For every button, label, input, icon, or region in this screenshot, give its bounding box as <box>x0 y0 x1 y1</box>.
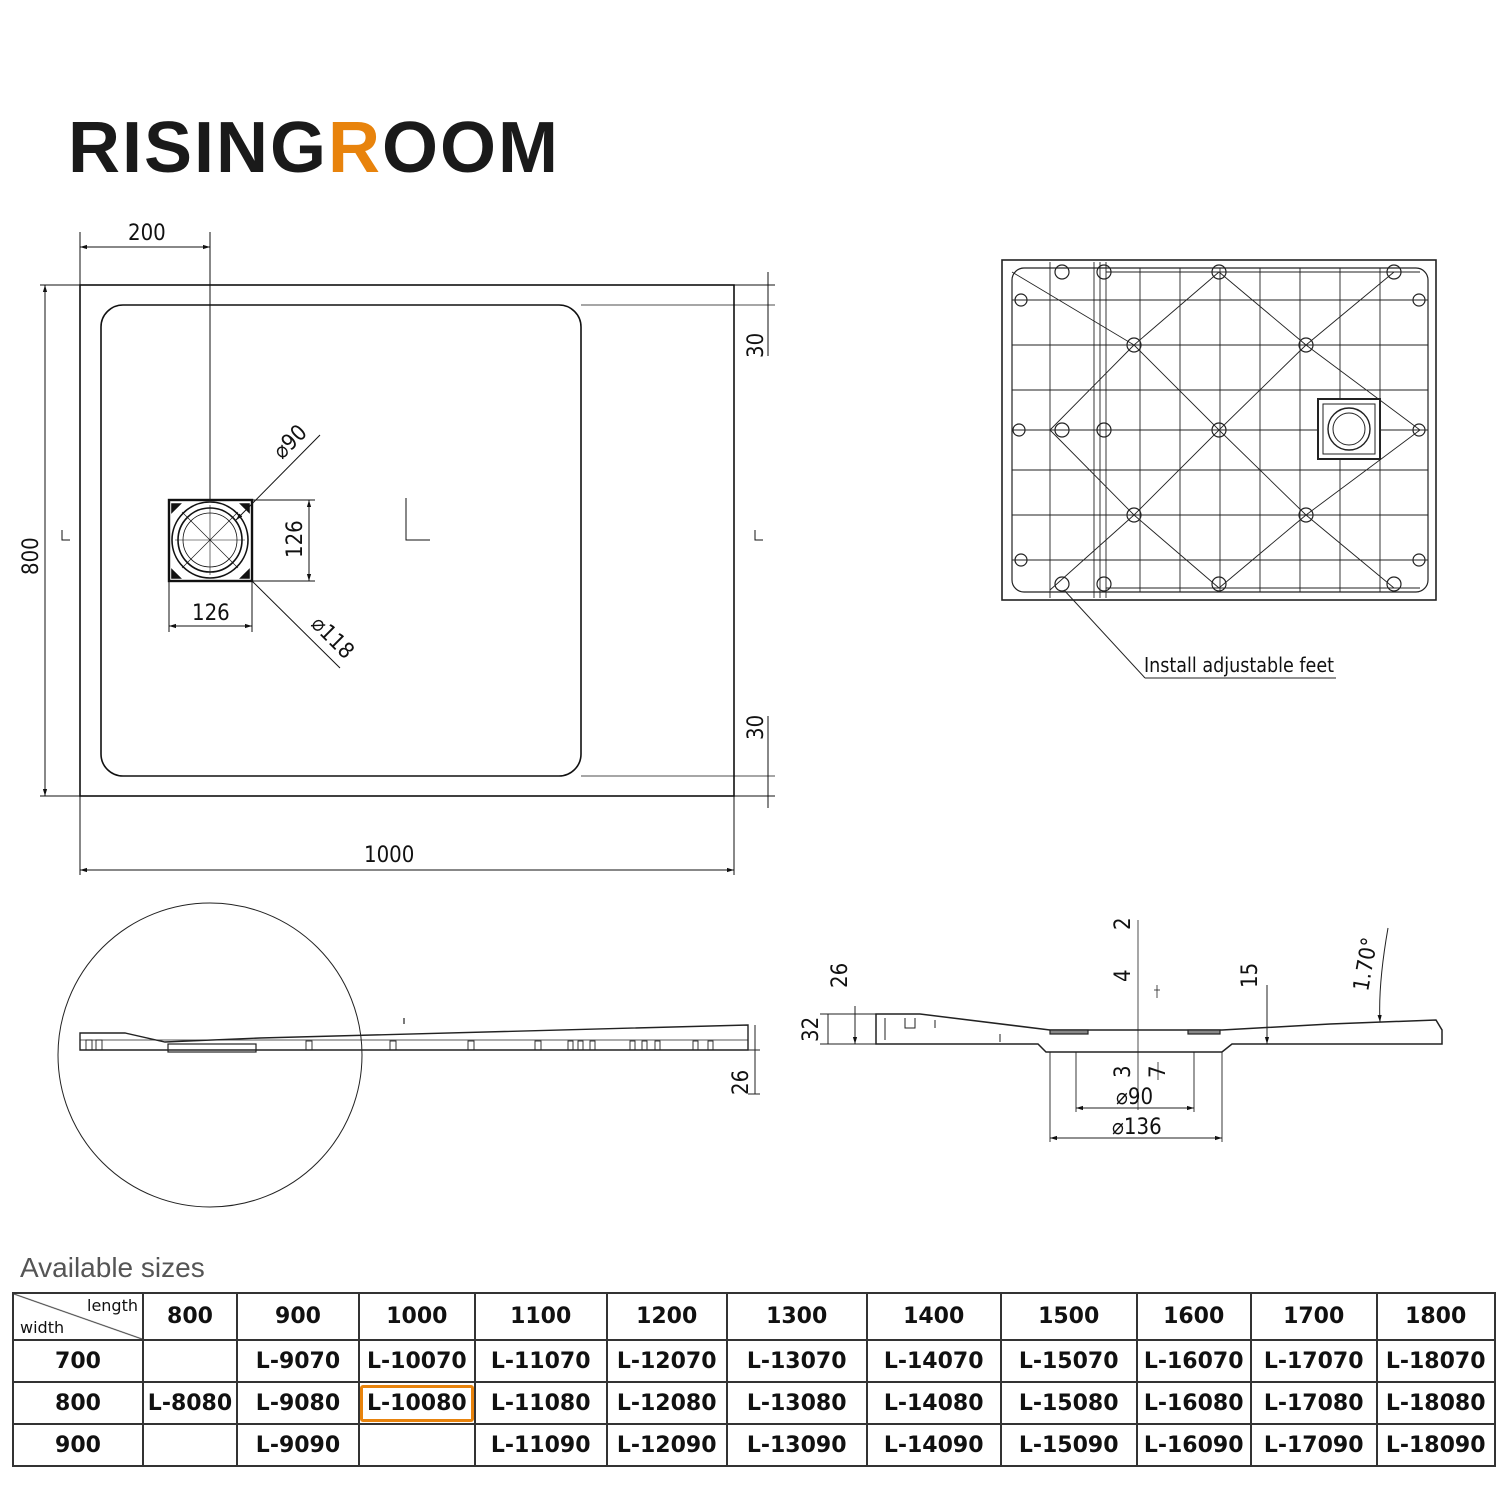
length-header: 1800 <box>1375 1292 1496 1341</box>
dim-drain-offset: 200 <box>128 221 166 246</box>
length-header: 1500 <box>999 1292 1138 1341</box>
model-cell: L-11070 <box>473 1339 608 1383</box>
length-header: 1300 <box>725 1292 868 1341</box>
dim-section-136: ⌀136 <box>1112 1115 1162 1140</box>
model-cell: L-18090 <box>1375 1423 1496 1467</box>
plan-view <box>40 232 775 875</box>
dim-outer-diam: ⌀118 <box>306 612 359 665</box>
length-header: 800 <box>142 1292 238 1341</box>
length-header: 1700 <box>1249 1292 1378 1341</box>
model-cell: L-8080 <box>142 1381 238 1425</box>
brand-part2: OOM <box>382 108 561 188</box>
section-view-dims: 2 4 26 32 15 1.70° 3 7 ⌀90 ⌀136 <box>799 917 1383 1140</box>
brand-accent-letter: R <box>328 108 383 188</box>
dim-section-3: 3 <box>1111 1065 1136 1078</box>
length-header: 900 <box>236 1292 360 1341</box>
length-header: 1000 <box>358 1292 476 1341</box>
model-cell: L-17080 <box>1249 1381 1378 1425</box>
model-cell: L-13070 <box>725 1339 868 1383</box>
width-cell: 900 <box>12 1423 144 1467</box>
detail-circle <box>57 902 363 1208</box>
model-cell: L-16090 <box>1135 1423 1252 1467</box>
model-cell: L-12090 <box>605 1423 728 1467</box>
dim-side-26: 26 <box>729 1070 754 1095</box>
dim-width: 800 <box>19 537 44 575</box>
dim-section-4: 4 <box>1111 969 1136 982</box>
dim-section-7: 7 <box>1146 1065 1171 1078</box>
underside-view <box>1001 259 1437 679</box>
sizes-table: length width 800 900 1000 1100 1200 1300… <box>12 1292 1496 1467</box>
model-cell: L-11080 <box>473 1381 608 1425</box>
dim-inner-diam: ⌀90 <box>269 420 313 464</box>
brand-logo: RISINGROOM <box>68 112 560 184</box>
table-row: 800 L-8080 L-9080 L-10080 L-11080 L-1208… <box>12 1381 1496 1425</box>
dim-drain-box-h: 126 <box>283 520 308 558</box>
highlighted-model: L-10080 <box>360 1384 474 1422</box>
dim-section-90: ⌀90 <box>1116 1085 1153 1110</box>
callout-adjustable-feet: Install adjustable feet <box>1144 653 1334 677</box>
dim-section-26: 26 <box>828 963 853 988</box>
dim-section-32: 32 <box>799 1017 824 1042</box>
model-cell: L-9080 <box>236 1381 360 1425</box>
model-cell: L-9070 <box>236 1339 360 1383</box>
dim-section-2: 2 <box>1111 917 1136 930</box>
model-cell: L-12080 <box>605 1381 728 1425</box>
tray-outline <box>79 284 735 797</box>
model-cell: L-18080 <box>1375 1381 1496 1425</box>
tray-inner-surface <box>100 304 582 777</box>
model-cell: L-13090 <box>725 1423 868 1467</box>
length-header: 1600 <box>1135 1292 1252 1341</box>
model-cell <box>142 1423 238 1467</box>
dim-section-angle: 1.70° <box>1349 936 1383 993</box>
dim-drain-box-w: 126 <box>192 601 230 626</box>
dim-section-15: 15 <box>1238 963 1263 988</box>
model-cell: L-15070 <box>999 1339 1138 1383</box>
length-header: 1200 <box>605 1292 728 1341</box>
table-row: 900 L-9090 L-11090 L-12090 L-13090 L-140… <box>12 1423 1496 1467</box>
width-cell: 700 <box>12 1339 144 1383</box>
dim-length: 1000 <box>364 843 414 868</box>
model-cell: L-16070 <box>1135 1339 1252 1383</box>
corner-length-label: length <box>87 1296 138 1315</box>
model-cell: L-18070 <box>1375 1339 1496 1383</box>
model-cell: L-14090 <box>865 1423 1002 1467</box>
sizes-header-row: length width 800 900 1000 1100 1200 1300… <box>12 1292 1496 1341</box>
model-cell: L-17090 <box>1249 1423 1378 1467</box>
model-cell: L-10070 <box>358 1339 476 1383</box>
model-cell: L-13080 <box>725 1381 868 1425</box>
model-cell: L-9090 <box>236 1423 360 1467</box>
model-cell-highlighted: L-10080 <box>358 1381 476 1425</box>
model-cell: L-11090 <box>473 1423 608 1467</box>
model-cell: L-12070 <box>605 1339 728 1383</box>
side-view-detail <box>57 902 760 1208</box>
sizes-corner-cell: length width <box>12 1292 144 1341</box>
model-cell <box>358 1423 476 1467</box>
length-header: 1400 <box>865 1292 1002 1341</box>
dim-border-top: 30 <box>744 333 769 358</box>
section-view <box>820 920 1443 1142</box>
model-cell: L-14070 <box>865 1339 1002 1383</box>
length-header: 1100 <box>473 1292 608 1341</box>
model-cell: L-15090 <box>999 1423 1138 1467</box>
model-cell: L-14080 <box>865 1381 1002 1425</box>
brand-part1: RISING <box>68 108 329 188</box>
width-cell: 800 <box>12 1381 144 1425</box>
technical-drawing: 200 30 30 800 1000 126 126 ⌀90 ⌀118 <box>19 221 1443 1208</box>
model-cell: L-17070 <box>1249 1339 1378 1383</box>
model-cell: L-15080 <box>999 1381 1138 1425</box>
corner-width-label: width <box>20 1318 65 1337</box>
table-row: 700 L-9070 L-10070 L-11070 L-12070 L-130… <box>12 1339 1496 1383</box>
plan-view-dims: 200 30 30 800 1000 126 126 ⌀90 ⌀118 <box>19 221 769 868</box>
sizes-title: Available sizes <box>20 1252 205 1283</box>
model-cell: L-16080 <box>1135 1381 1252 1425</box>
model-cell <box>142 1339 238 1383</box>
dim-border-bottom: 30 <box>744 715 769 740</box>
